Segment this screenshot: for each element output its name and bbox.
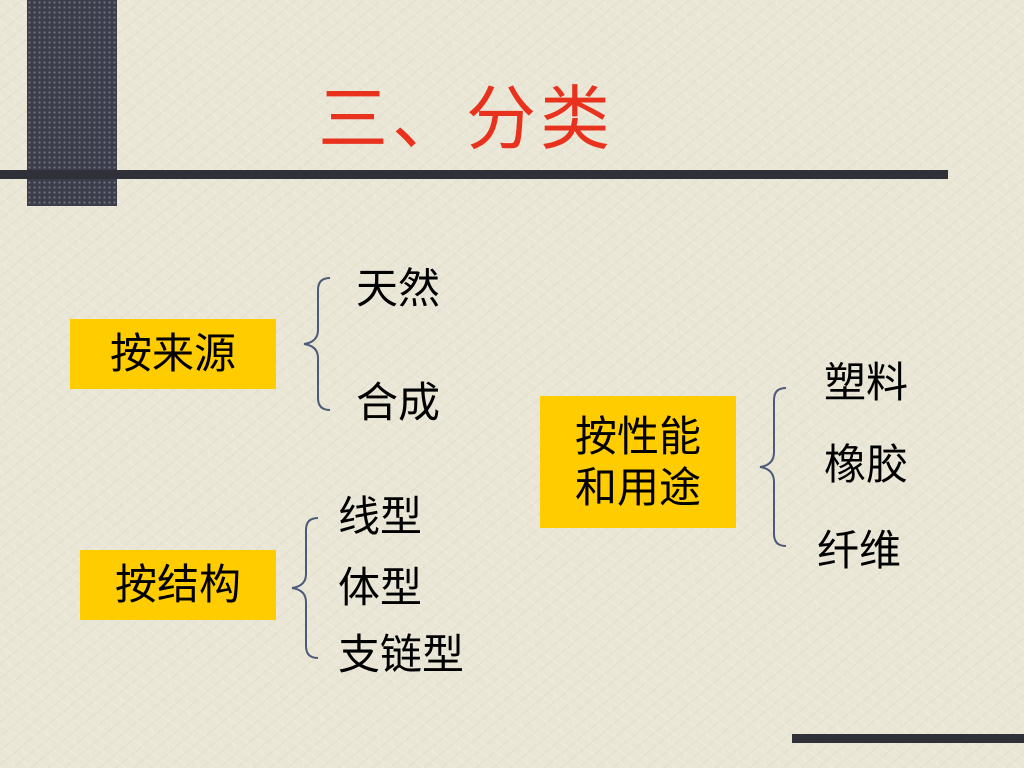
performance-category-box: 按性能 和用途 [540,396,736,528]
structure-category-label: 按结构 [114,560,241,610]
source-category-box: 按来源 [70,319,276,389]
performance-item-plastic: 塑料 [824,358,909,407]
structure-item-network: 体型 [338,563,423,612]
structure-item-branched: 支链型 [338,630,465,679]
structure-category-box: 按结构 [80,550,276,620]
source-item-synthetic: 合成 [356,378,441,427]
footer-rule [792,734,1024,743]
performance-brace-icon [759,387,787,547]
performance-category-label-line2: 和用途 [574,463,701,512]
slide-title: 三、分类 [318,78,614,160]
source-category-label: 按来源 [109,329,236,379]
source-item-natural: 天然 [356,264,441,313]
title-underline-rule [0,170,948,179]
structure-brace-icon [291,517,319,659]
performance-item-rubber: 橡胶 [824,440,909,489]
performance-item-fiber: 纤维 [817,526,902,575]
structure-item-linear: 线型 [338,492,423,541]
source-brace-icon [303,277,331,411]
performance-category-label-line1: 按性能 [574,411,701,461]
